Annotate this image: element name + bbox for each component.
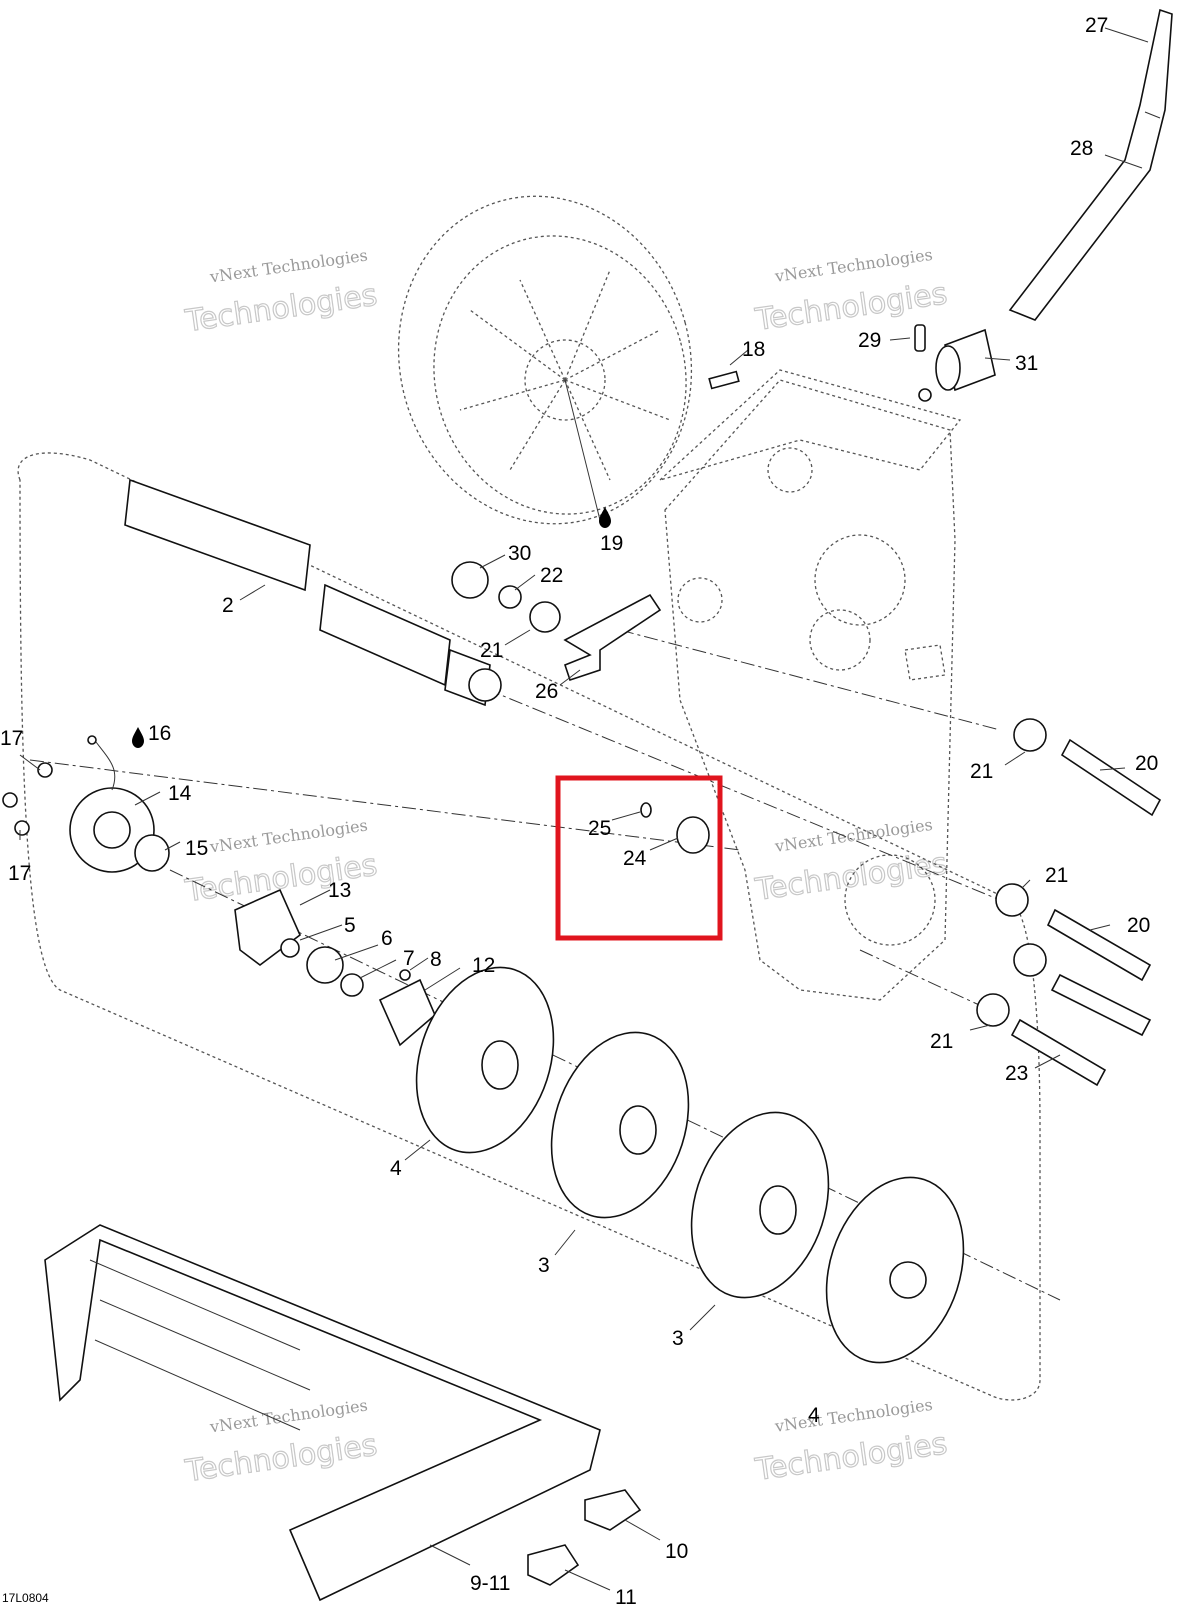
callout-label: 2 <box>222 594 234 617</box>
callout-label: 22 <box>540 564 563 587</box>
callout-label: 16 <box>148 722 171 745</box>
callout-label: 8 <box>430 948 442 971</box>
bearing-6 <box>306 946 344 984</box>
watermark: vNext Technologies Technologies <box>752 245 950 339</box>
oring-25 <box>640 802 652 818</box>
callout-label: 20 <box>1127 914 1150 937</box>
callout-label: 13 <box>328 879 351 902</box>
callout-label: 20 <box>1135 752 1158 775</box>
callout-label: 4 <box>808 1404 820 1427</box>
watermark-text: vNext Technologies <box>773 245 934 286</box>
watermark-text: vNext Technologies <box>773 815 934 856</box>
callout-label: 5 <box>344 914 356 937</box>
washer-7 <box>340 973 364 997</box>
drive-shaft <box>124 478 502 707</box>
figure-code: 17L0804 <box>2 1591 49 1605</box>
track-loop-outline <box>17 452 1041 1401</box>
callout-label: 17 <box>0 727 23 750</box>
callout-label: 21 <box>480 639 503 662</box>
oil-drop-icon <box>599 507 611 528</box>
callout-label: 21 <box>930 1030 953 1053</box>
leader-lines <box>19 27 1149 1591</box>
callout-label: 23 <box>1005 1062 1028 1085</box>
axis-line <box>29 759 741 851</box>
watermark: vNext Technologies Technologies <box>752 1395 950 1489</box>
callout-label: 14 <box>168 782 192 805</box>
sprocket-4 <box>415 966 555 1154</box>
handle-27-28 <box>1008 8 1173 321</box>
sprocket-3 <box>550 1031 690 1219</box>
nut-part <box>498 585 522 609</box>
driven-pulley-ghost <box>397 195 693 525</box>
callout-label: 9-11 <box>470 1572 510 1595</box>
watermark-text: vNext Technologies <box>208 1396 369 1437</box>
callout-label: 19 <box>600 532 623 555</box>
callout-label: 21 <box>1045 864 1068 887</box>
bearing-housing-14 <box>2 735 170 873</box>
watermark: vNext Technologies Technologies <box>182 1396 380 1490</box>
watermark-text: Technologies <box>753 1426 950 1488</box>
lever-assembly <box>914 324 996 402</box>
callout-label: 3 <box>538 1254 550 1277</box>
clip-11 <box>527 1544 580 1586</box>
callout-label: 24 <box>623 847 647 870</box>
callout-label: 4 <box>390 1157 402 1180</box>
gear-part <box>451 561 489 599</box>
washer-5 <box>280 938 300 958</box>
callout-label: 21 <box>970 760 993 783</box>
callout-label: 27 <box>1085 14 1108 37</box>
bolt-set <box>976 718 1162 1087</box>
bearing-part <box>529 601 561 633</box>
axis-line <box>619 629 1001 731</box>
axis-line <box>859 949 991 1011</box>
callout-label: 12 <box>472 954 495 977</box>
key-part <box>708 370 740 390</box>
callout-label: 25 <box>588 817 611 840</box>
track-belt <box>44 1224 601 1602</box>
watermark-text: vNext Technologies <box>773 1395 934 1436</box>
sprocket-3 <box>690 1111 830 1299</box>
callout-label: 17 <box>8 862 31 885</box>
callout-label: 26 <box>535 680 558 703</box>
watermark-text: vNext Technologies <box>208 816 369 857</box>
watermark-text: Technologies <box>183 278 380 340</box>
oring-8 <box>399 969 411 981</box>
wheel-cover-4 <box>825 1176 965 1364</box>
callout-label: 7 <box>403 947 415 970</box>
watermark-text: vNext Technologies <box>208 246 369 287</box>
oil-drop-icon <box>132 727 144 748</box>
callout-label: 29 <box>858 329 881 352</box>
highlight-box <box>555 775 723 941</box>
bushing-24 <box>676 816 710 854</box>
callout-label: 31 <box>1015 352 1038 375</box>
chaincase-housing-ghost <box>659 369 962 1001</box>
callout-label: 30 <box>508 542 531 565</box>
watermark: vNext Technologies Technologies <box>182 246 380 340</box>
fork-part <box>563 593 662 682</box>
callout-label: 15 <box>185 837 208 860</box>
callout-label: 3 <box>672 1327 684 1350</box>
callout-label: 18 <box>742 338 765 361</box>
callout-label: 28 <box>1070 137 1093 160</box>
callout-label: 10 <box>665 1540 688 1563</box>
callout-labels: 27 28 29 31 18 19 30 22 21 2 26 16 17 17… <box>0 14 1158 1606</box>
watermark-text: Technologies <box>183 1428 380 1490</box>
watermark: vNext Technologies Technologies <box>752 815 950 909</box>
callout-label: 6 <box>381 927 393 950</box>
callout-label: 11 <box>615 1586 637 1606</box>
